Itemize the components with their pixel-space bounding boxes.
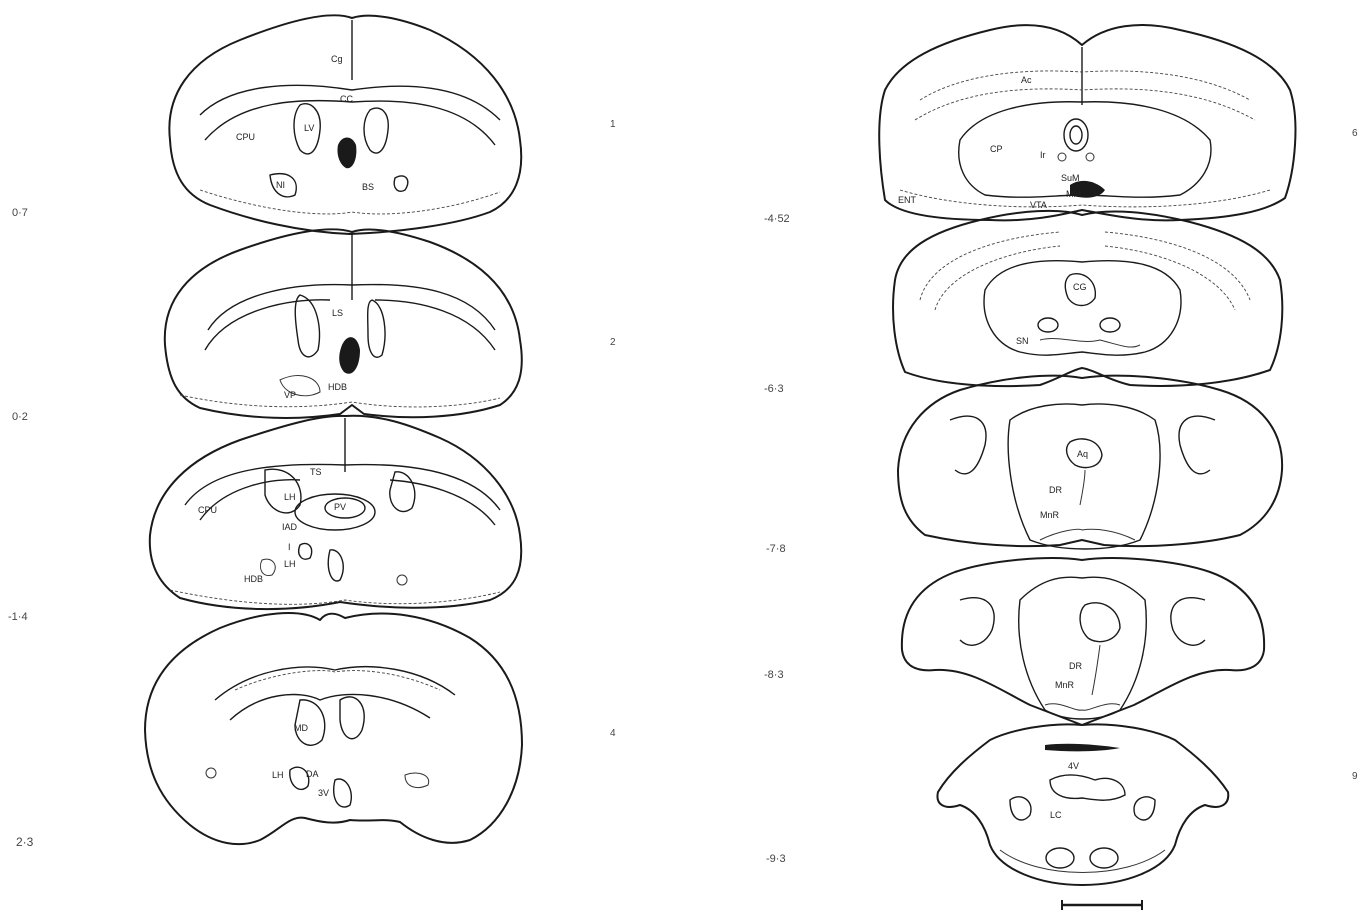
- label-cg-6: CG: [1073, 282, 1087, 292]
- label-cpu: CPU: [236, 132, 255, 142]
- coordinate-right-5: -9·3: [766, 853, 786, 865]
- label-ls: LS: [332, 308, 343, 318]
- label-md: MD: [294, 723, 308, 733]
- label-dr-7: DR: [1049, 485, 1062, 495]
- label-mnr-8: MnR: [1055, 680, 1075, 690]
- label-sn: SN: [1016, 336, 1029, 346]
- label-cpu-3: CPU: [198, 505, 217, 515]
- section-7: [898, 376, 1282, 549]
- label-ac: Ac: [1021, 75, 1032, 85]
- section-5: [879, 25, 1295, 220]
- section-8: [902, 558, 1264, 725]
- coordinate-left-4: 2·3: [16, 835, 34, 849]
- label-ent: ENT: [898, 195, 917, 205]
- label-lh-3: LH: [284, 492, 296, 502]
- label-mm: MM: [1066, 189, 1081, 199]
- label-pv: PV: [334, 502, 346, 512]
- label-cc: CC: [340, 94, 353, 104]
- label-cg: Cg: [331, 54, 343, 64]
- panel-number-2: 2: [610, 337, 616, 348]
- section-1: [169, 15, 521, 234]
- label-vp: VP: [284, 390, 296, 400]
- section-4: [145, 613, 522, 844]
- label-ni: NI: [276, 180, 285, 190]
- coordinate-left-3: -1·4: [8, 611, 28, 623]
- label-ts: TS: [310, 467, 322, 477]
- label-hdb: HDB: [328, 382, 347, 392]
- label-lh-3b: LH: [284, 559, 296, 569]
- coordinate-left-1: 0·7: [12, 207, 28, 219]
- label-4v: 4V: [1068, 761, 1079, 771]
- label-hdb-3: HDB: [244, 574, 263, 584]
- scale-bar: [1062, 900, 1142, 910]
- panel-number-1: 1: [610, 119, 616, 130]
- coordinate-right-2: -6·3: [764, 383, 784, 395]
- label-aq: Aq: [1077, 449, 1088, 459]
- label-cp: CP: [990, 144, 1003, 154]
- panel-number-9: 9: [1352, 771, 1358, 782]
- label-lh-4: LH: [272, 770, 284, 780]
- label-3v: 3V: [318, 788, 329, 798]
- label-vta: VTA: [1030, 200, 1047, 210]
- label-iad: IAD: [282, 522, 298, 532]
- label-mnr-7: MnR: [1040, 510, 1060, 520]
- panel-number-6: 6: [1352, 128, 1358, 139]
- section-9: [937, 724, 1228, 885]
- label-dr-8: DR: [1069, 661, 1082, 671]
- label-bs: BS: [362, 182, 374, 192]
- coordinate-right-1: -4·52: [764, 213, 790, 225]
- coordinate-right-4: -8·3: [764, 669, 784, 681]
- coordinate-left-2: 0·2: [12, 411, 28, 423]
- section-6: [893, 211, 1282, 386]
- label-lc: LC: [1050, 810, 1062, 820]
- panel-number-4: 4: [610, 728, 616, 739]
- label-da: DA: [306, 769, 319, 779]
- coordinate-right-3: -7·8: [766, 543, 786, 555]
- label-ir: Ir: [1040, 150, 1046, 160]
- label-lv: LV: [304, 123, 314, 133]
- label-i: I: [288, 542, 291, 552]
- label-sum: SuM: [1061, 173, 1080, 183]
